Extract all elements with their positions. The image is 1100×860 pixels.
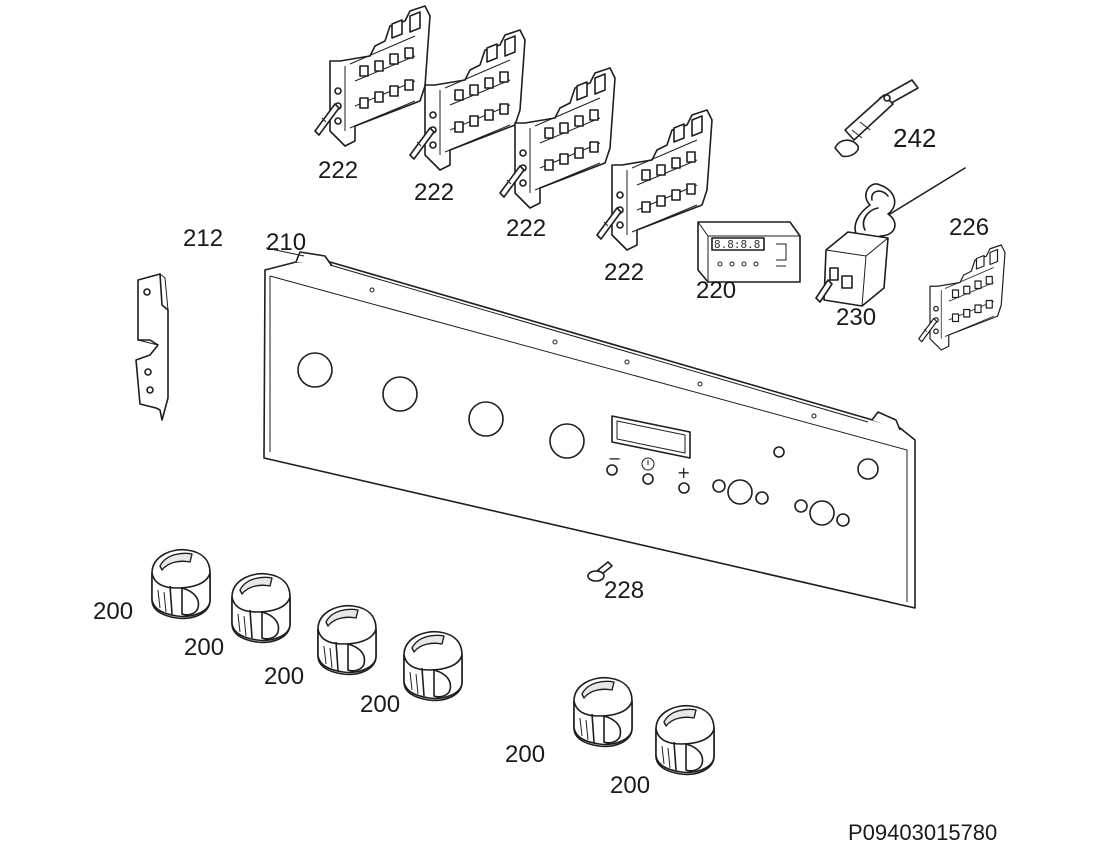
knob-hole-2 <box>382 376 418 412</box>
knob-hole-4 <box>549 423 585 459</box>
control-knob-1 <box>151 548 211 620</box>
control-knob-4 <box>403 630 463 702</box>
label-200-4: 200 <box>360 691 400 718</box>
knob-hole-3 <box>468 401 504 437</box>
timer-display-digits: 8.8:8.8 <box>714 238 760 251</box>
button-hole-2 <box>642 473 654 485</box>
control-knob-2 <box>231 572 291 644</box>
rotary-switch-1 <box>314 5 431 147</box>
thermostat <box>815 167 966 307</box>
label-228: 228 <box>604 577 644 604</box>
knob-hole-6 <box>809 500 835 526</box>
label-222-2: 222 <box>414 179 454 206</box>
label-230: 230 <box>836 304 876 331</box>
fixing-screw <box>587 561 613 582</box>
knob-hole-7 <box>857 458 879 480</box>
label-226: 226 <box>949 214 989 241</box>
control-knob-3 <box>317 604 377 676</box>
display-window <box>611 415 691 459</box>
knob-hole-5 <box>727 479 753 505</box>
label-222-3: 222 <box>506 215 546 242</box>
control-knob-6 <box>655 704 715 776</box>
label-200-3: 200 <box>264 663 304 690</box>
minus-symbol: − <box>608 449 621 468</box>
label-222-4: 222 <box>604 259 644 286</box>
knob-hole-1 <box>297 352 333 388</box>
label-200-2: 200 <box>184 634 224 661</box>
control-knob-5 <box>573 676 633 748</box>
drawing-code: P09403015780 <box>848 820 997 845</box>
button-hole-1 <box>606 464 618 476</box>
side-bracket <box>135 273 169 421</box>
label-200-1: 200 <box>93 598 133 625</box>
label-220: 220 <box>696 277 736 304</box>
leader-210 <box>265 247 305 257</box>
label-212: 212 <box>183 225 223 252</box>
label-210: 210 <box>266 229 306 256</box>
label-222-1: 222 <box>318 157 358 184</box>
rotary-switch-small <box>918 244 1006 351</box>
label-200-5: 200 <box>505 741 545 768</box>
label-242: 242 <box>893 123 936 153</box>
clock-symbol <box>641 457 655 471</box>
timer-module: 8.8:8.8 <box>697 221 801 283</box>
rotary-switch-4 <box>596 109 713 251</box>
button-hole-3 <box>678 482 690 494</box>
thermostat-bulb <box>834 79 919 158</box>
plus-symbol: + <box>677 463 690 482</box>
control-panel-fascia: − + <box>263 251 916 609</box>
label-200-6: 200 <box>610 772 650 799</box>
